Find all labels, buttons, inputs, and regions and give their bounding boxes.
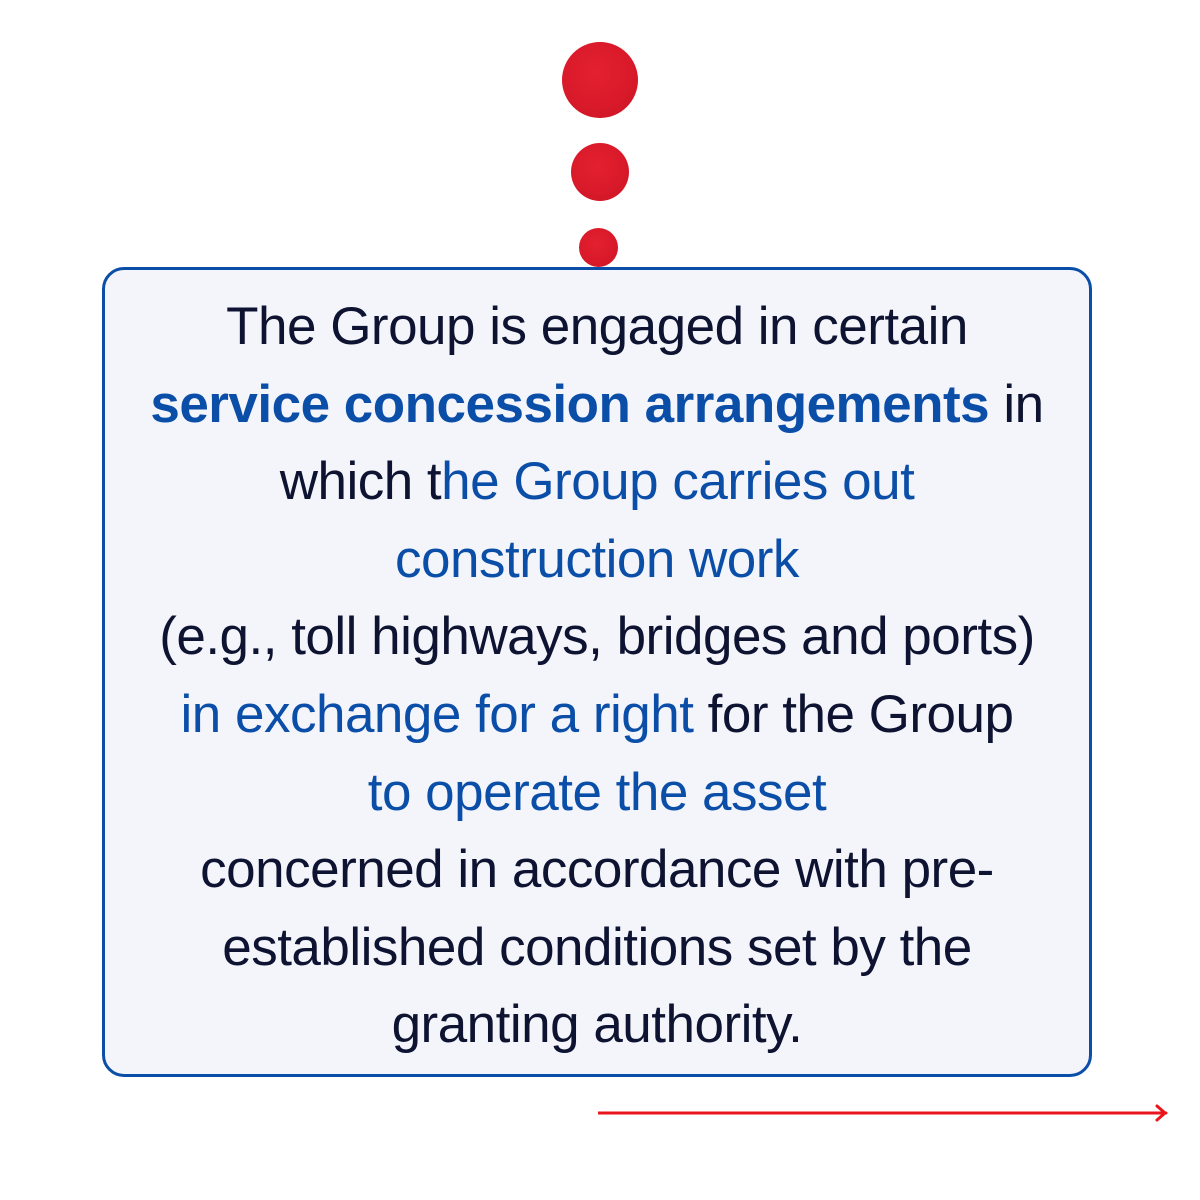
text-line-8: concerned in accordance with pre- bbox=[105, 831, 1089, 909]
text-segment: The Group is engaged in certain bbox=[226, 297, 968, 356]
text-line-1: The Group is engaged in certain bbox=[105, 288, 1089, 366]
highlighted-phrase: construction work bbox=[395, 529, 799, 589]
text-line-5: (e.g., toll highways, bridges and ports) bbox=[105, 598, 1089, 676]
text-line-10: granting authority. bbox=[105, 986, 1089, 1064]
text-line-7: to operate the asset bbox=[105, 754, 1089, 832]
large-red-dot-icon bbox=[562, 42, 638, 118]
highlighted-phrase: to operate the asset bbox=[367, 762, 827, 822]
medium-red-dot-icon bbox=[571, 143, 629, 201]
text-segment: concerned in accordance with pre- bbox=[200, 840, 994, 900]
highlighted-phrase: in exchange for a right bbox=[180, 684, 694, 744]
definition-box: The Group is engaged in certain service … bbox=[102, 267, 1092, 1077]
text-line-3: which the Group carries out bbox=[105, 443, 1089, 521]
small-red-dot-icon bbox=[579, 228, 618, 267]
highlighted-phrase: he Group carries out bbox=[441, 452, 915, 512]
text-segment: which t bbox=[279, 452, 442, 512]
text-segment: established conditions set by the bbox=[222, 917, 972, 977]
text-segment: (e.g., toll highways, bridges and ports) bbox=[159, 607, 1035, 667]
text-line-4: construction work bbox=[105, 521, 1089, 599]
text-segment: in bbox=[989, 374, 1044, 434]
key-term: service concession arrangements bbox=[150, 374, 990, 434]
text-line-2: service concession arrangements in bbox=[105, 366, 1089, 444]
definition-text: The Group is engaged in certain service … bbox=[105, 288, 1089, 1064]
text-segment: granting authority. bbox=[391, 995, 803, 1055]
text-line-9: established conditions set by the bbox=[105, 909, 1089, 987]
right-arrow-icon bbox=[598, 1104, 1168, 1122]
text-line-6: in exchange for a right for the Group bbox=[105, 676, 1089, 754]
text-segment: for the Group bbox=[693, 684, 1014, 744]
